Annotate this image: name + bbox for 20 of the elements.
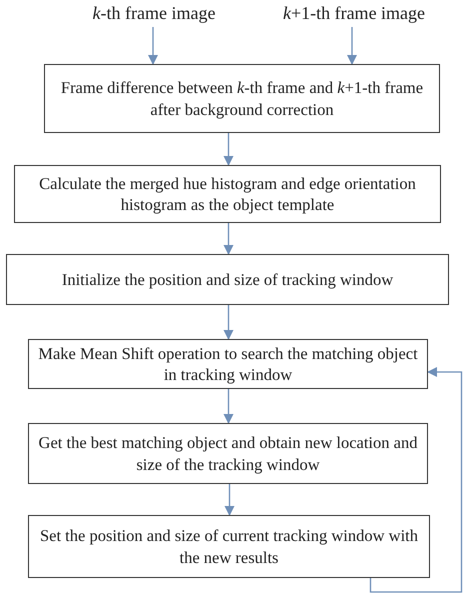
arrow [224,305,234,340]
step-text: Initialize the position and size of tracking window [62,268,394,290]
process-box [28,423,428,484]
arrow [370,367,462,593]
step-text: Frame difference between k-th frame and k+1-th frame after background correction [60,77,424,120]
step-text: Calculate the merged hue histogram and edge orientation histogram as the object template [38,172,417,216]
arrow [224,223,234,255]
process-box [28,515,430,578]
process-box [6,254,449,305]
arrow [224,389,234,424]
process-box [44,64,440,133]
arrow [148,27,158,65]
process-box [28,339,428,389]
step-text: Get the best matching object and obtain new location and size of the tracking window [38,432,418,475]
arrow [224,484,234,516]
arrow [224,133,234,166]
arrow [347,27,357,65]
step-text: Make Mean Shift operation to search the matching object in tracking window [37,342,419,386]
process-box [14,165,441,223]
step-text: Set the position and size of current tracking window with the new results [38,525,420,568]
